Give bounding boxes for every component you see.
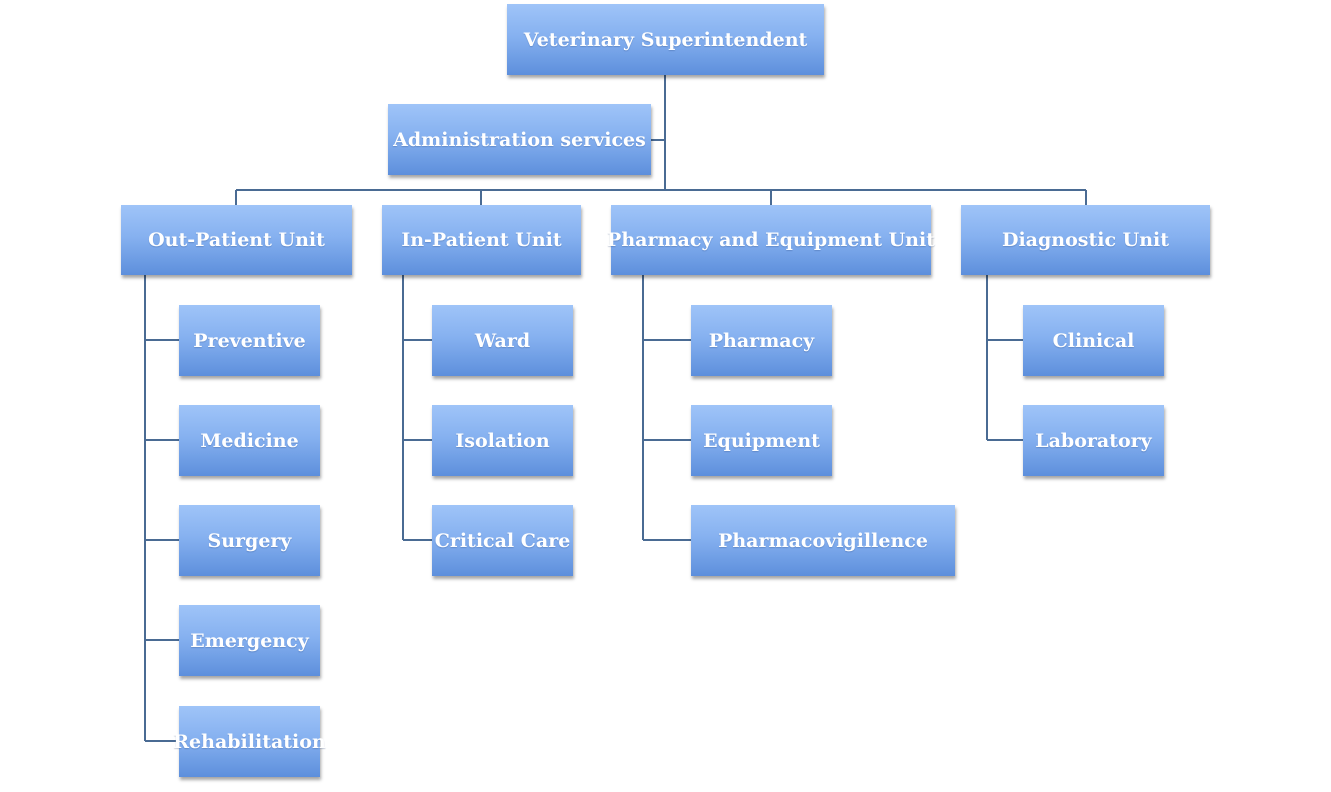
admin-services-node: Administration services (388, 104, 651, 175)
root-node: Veterinary Superintendent (507, 4, 824, 75)
child-node-pharmacy: Pharmacy (691, 305, 832, 376)
child-node-laboratory: Laboratory (1023, 405, 1164, 476)
child-node-ward: Ward (432, 305, 573, 376)
child-node-equipment: Equipment (691, 405, 832, 476)
unit-node-pharmacy-equipment: Pharmacy and Equipment Unit (607, 205, 935, 275)
child-node-clinical: Clinical (1023, 305, 1164, 376)
unit-node-in-patient: In-Patient Unit (382, 205, 581, 275)
child-node-surgery: Surgery (179, 505, 320, 576)
child-node-medicine: Medicine (179, 405, 320, 476)
child-node-emergency: Emergency (179, 605, 320, 676)
child-node-rehabilitation: Rehabilitation (173, 706, 326, 777)
child-node-isolation: Isolation (432, 405, 573, 476)
child-node-pharmacovigillence: Pharmacovigillence (691, 505, 955, 576)
unit-node-diagnostic: Diagnostic Unit (961, 205, 1210, 275)
child-node-critical-care: Critical Care (432, 505, 573, 576)
unit-node-out-patient: Out-Patient Unit (121, 205, 352, 275)
child-node-preventive: Preventive (179, 305, 320, 376)
